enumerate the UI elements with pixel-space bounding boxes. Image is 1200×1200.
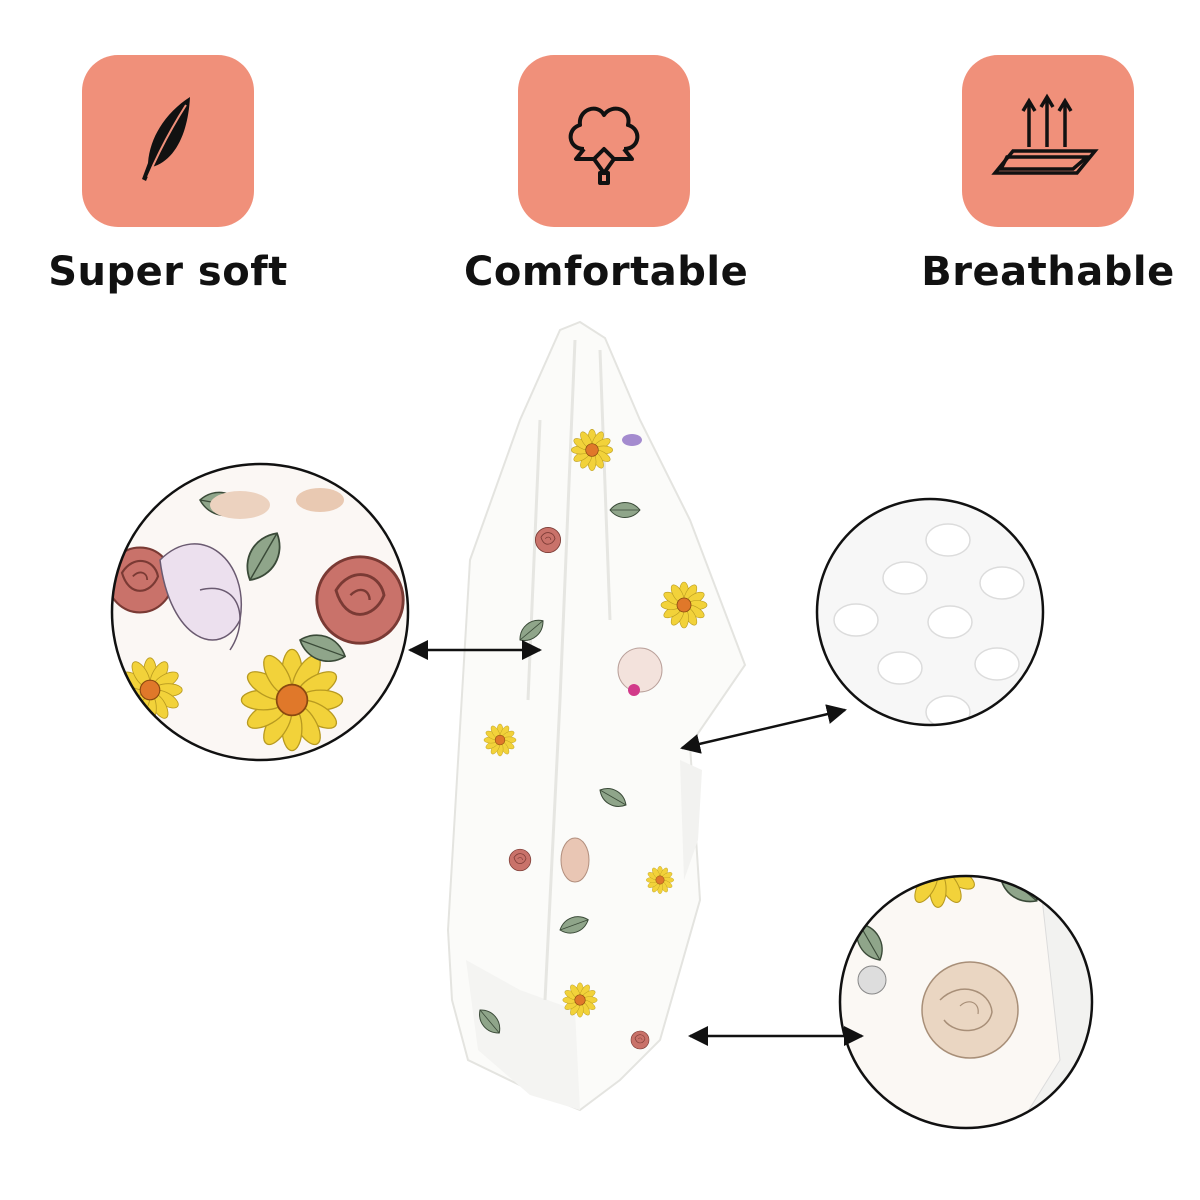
feature-label: Comfortable (464, 249, 749, 295)
feature-comfortable: Comfortable (464, 55, 749, 295)
cotton-icon-tile (518, 55, 690, 227)
cotton-icon (568, 106, 640, 185)
feather-icon-tile (82, 55, 254, 227)
zoom-circle-dots (815, 497, 1045, 727)
feather-icon (142, 97, 190, 181)
feature-label: Super soft (48, 249, 288, 295)
breathable-layer-icon (991, 93, 1099, 175)
zoom-circle-edge (838, 874, 1094, 1130)
arrow-dots (680, 704, 847, 754)
feature-label: Breathable (921, 249, 1175, 295)
minky-dot-zoom (817, 499, 1043, 725)
hanging-blanket (446, 320, 747, 1112)
feature-breathable: Breathable (908, 55, 1188, 295)
fabric-print-zoom (112, 464, 408, 760)
breathable-icon-tile (962, 55, 1134, 227)
zoom-circle-print (110, 462, 410, 762)
feature-super-soft: Super soft (28, 55, 308, 295)
